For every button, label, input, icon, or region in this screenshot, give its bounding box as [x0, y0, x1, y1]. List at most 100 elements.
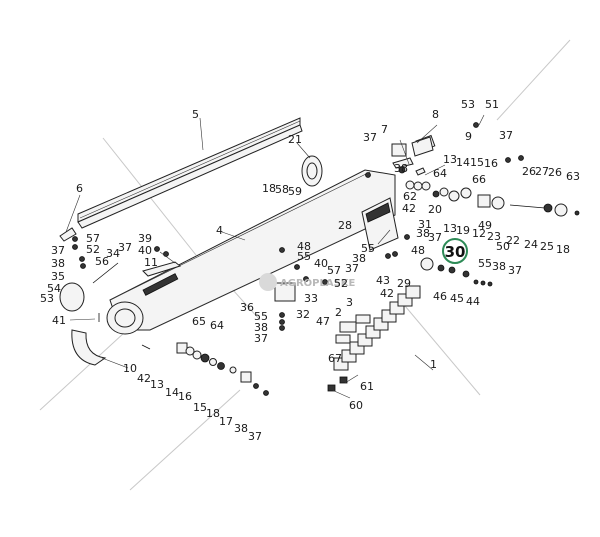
block-part-61 [339, 376, 348, 384]
housing-shade [365, 202, 391, 223]
label-15: 15 [193, 401, 207, 414]
label-51: 51 [485, 98, 499, 111]
label-60: 60 [349, 399, 363, 412]
label-46: 46 [433, 290, 447, 303]
label-37: 37 [118, 241, 132, 254]
fasteners-mid [420, 257, 493, 287]
part-labels: 5 6 57 52 37 38 35 54 53 41 56 34 37 39 … [40, 98, 580, 443]
label-8: 8 [432, 108, 439, 121]
label-66: 66 [472, 173, 486, 186]
label-11: 11 [144, 256, 158, 269]
label-58: 58 [275, 183, 289, 196]
label-23: 23 [487, 230, 501, 243]
label-38: 38 [254, 321, 268, 334]
label-64: 64 [433, 167, 447, 180]
label-37: 37 [363, 131, 377, 144]
label-32: 32 [296, 308, 310, 321]
label-55: 55 [254, 310, 268, 323]
label-42: 42 [137, 372, 151, 385]
label-28: 28 [338, 219, 352, 232]
label-42: 42 [402, 202, 416, 215]
rail-part-5 [77, 117, 303, 229]
pulley-part-21 [301, 155, 323, 187]
label-14: 14 [165, 386, 179, 399]
label-29: 29 [397, 277, 411, 290]
label-18: 18 [206, 407, 220, 420]
label-17: 17 [219, 415, 233, 428]
label-44: 44 [466, 295, 480, 308]
label-18: 18 [556, 243, 570, 256]
label-6: 6 [76, 182, 83, 195]
block-part-60 [327, 384, 336, 392]
label-48: 48 [411, 244, 425, 257]
label-26: 26 [522, 165, 536, 178]
label-40: 40 [314, 257, 328, 270]
label-20: 20 [428, 203, 442, 216]
label-63: 63 [566, 170, 580, 183]
cover-part-11 [142, 261, 182, 277]
label-34: 34 [106, 247, 120, 260]
label-13: 13 [150, 378, 164, 391]
label-53: 53 [461, 98, 475, 111]
bracket-part-33 [274, 282, 296, 302]
label-39: 39 [138, 232, 152, 245]
label-16: 16 [178, 390, 192, 403]
guard-part-9 [415, 167, 426, 176]
label-53: 53 [40, 292, 54, 305]
label-37: 37 [499, 129, 513, 142]
highlighted-part-30[interactable]: 30 [442, 238, 468, 264]
leader-lines [65, 114, 485, 399]
knife-sections-part-1 [333, 285, 421, 371]
label-42: 42 [380, 287, 394, 300]
label-37: 37 [51, 244, 65, 257]
label-24: 24 [524, 238, 538, 251]
label-43: 43 [376, 274, 390, 287]
label-61: 61 [360, 380, 374, 393]
label-13: 13 [443, 222, 457, 235]
cover-part-8 [411, 136, 434, 157]
label-7: 7 [381, 123, 388, 136]
label-50: 50 [496, 240, 510, 253]
label-49: 49 [478, 219, 492, 232]
label-41: 41 [52, 314, 66, 327]
label-37: 37 [345, 262, 359, 275]
label-57: 57 [327, 264, 341, 277]
label-38: 38 [352, 252, 366, 265]
label-5: 5 [192, 108, 199, 121]
bracket-part-6 [59, 227, 77, 242]
strap-part-10 [71, 329, 107, 366]
label-10: 10 [123, 362, 137, 375]
label-33: 33 [304, 292, 318, 305]
label-37: 37 [508, 264, 522, 277]
svg-text:AGROPLASKE: AGROPLASKE [280, 278, 356, 289]
main-beam-part-4 [106, 169, 396, 335]
drive-group-lower [176, 342, 269, 396]
label-4: 4 [216, 224, 223, 237]
label-12: 12 [472, 227, 486, 240]
label-3: 3 [346, 296, 353, 309]
label-37: 37 [254, 332, 268, 345]
label-57: 57 [86, 232, 100, 245]
label-14: 14 [456, 156, 470, 169]
label-59: 59 [288, 185, 302, 198]
label-55: 55 [297, 250, 311, 263]
label-31: 31 [418, 218, 432, 231]
label-26: 26 [548, 166, 562, 179]
label-36: 36 [240, 301, 254, 314]
plate-part-3 [355, 314, 371, 324]
label-48: 48 [297, 240, 311, 253]
label-38: 38 [492, 260, 506, 273]
label-55: 55 [478, 257, 492, 270]
watermark: AGROPLASKE [259, 273, 356, 291]
label-38: 38 [234, 422, 248, 435]
label-38: 38 [394, 162, 408, 175]
label-38: 38 [416, 227, 430, 240]
label-56: 56 [95, 255, 109, 268]
label-67: 67 [328, 352, 342, 365]
label-38: 38 [51, 257, 65, 270]
label-21: 21 [288, 133, 302, 146]
plate-part-2 [339, 321, 357, 333]
label-19: 19 [456, 224, 470, 237]
label-27: 27 [535, 165, 549, 178]
clamp-part-35 [59, 282, 85, 312]
